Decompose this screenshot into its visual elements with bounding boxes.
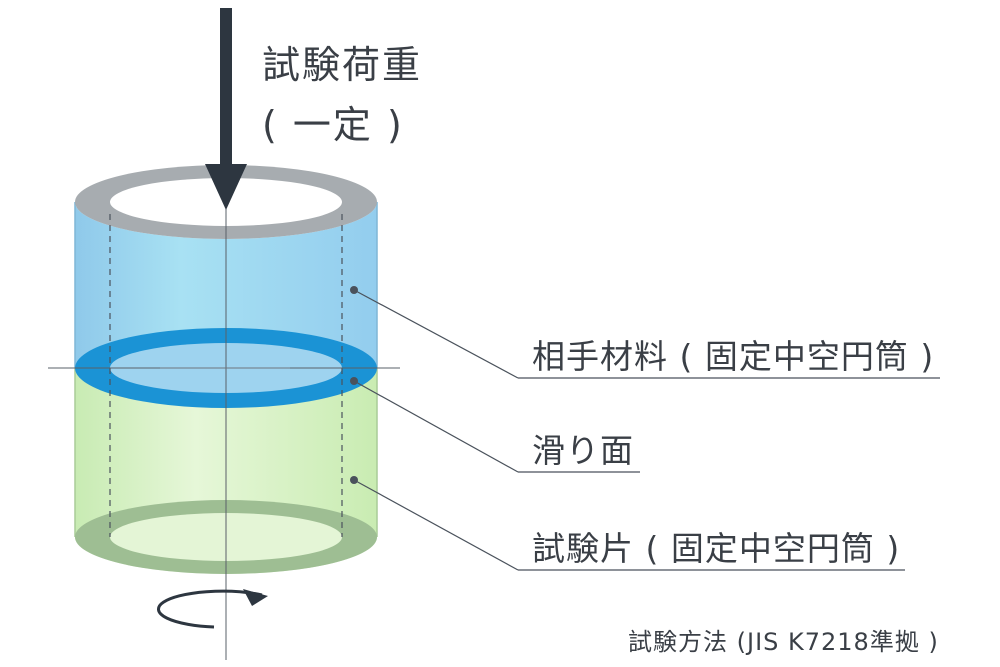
leader-dot-specimen <box>350 476 358 484</box>
counterpart-label: 相手材料 ( 固定中空円筒 ) <box>532 337 935 376</box>
center-axis <box>48 180 400 660</box>
inner-wall-hidden-lines <box>109 214 343 537</box>
test-load-label: 試験荷重 <box>262 43 423 87</box>
test-load-constant-label: ( 一定 ) <box>262 103 404 147</box>
leader-dot-counterpart <box>350 286 358 294</box>
test-method-note: 試験方法 (JIS K7218準拠 ) <box>628 628 939 656</box>
specimen-label: 試験片 ( 固定中空円筒 ) <box>532 529 901 568</box>
leader-lines <box>353 289 940 571</box>
sliding-surface-label: 滑り面 <box>532 431 634 470</box>
rotation-arrow-icon <box>157 589 268 629</box>
leader-dot-sliding-surface <box>350 377 358 385</box>
load-arrow <box>205 8 247 210</box>
